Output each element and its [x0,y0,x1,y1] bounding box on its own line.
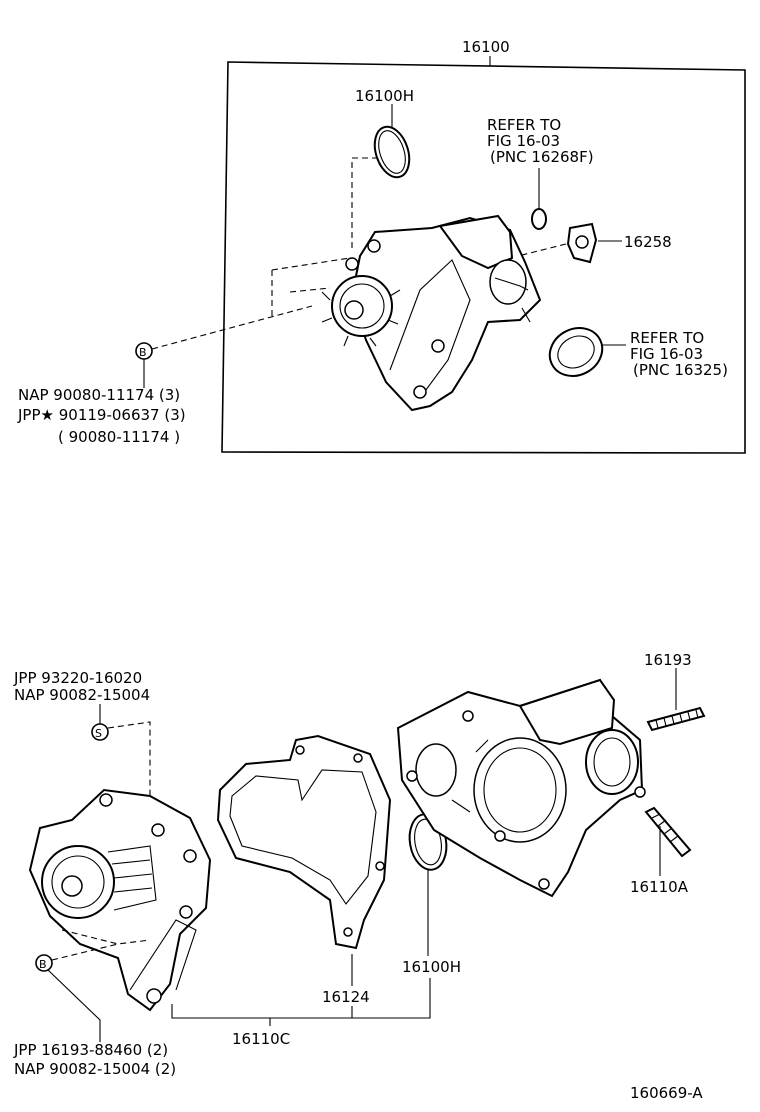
bolt-b-top-alt: ( 90080-11174 ) [58,428,180,446]
label-16100[interactable]: 16100 [462,38,510,56]
oil-seal-inner [557,335,595,369]
gasket-16124-inner [229,769,377,905]
small-oring-refer1 [531,208,547,230]
s-marker [91,723,109,741]
bolt-b-bot-jpp: JPP 16193-88460 (2) [13,1041,168,1059]
gasket-16124-hole-2 [353,753,363,763]
water-pump-bottom [28,788,212,1012]
assembly-box [221,61,746,454]
stud-s-jpp: JPP 93220-16020 [13,669,142,687]
refer2-line2: FIG 16-03 [630,345,703,363]
label-16100H-bottom[interactable]: 16100H [402,958,461,976]
refer1-line1: REFER TO [487,116,561,134]
bolt-b-top-jpp: JPP★ 90119-06637 (3) [17,406,186,424]
label-16110C[interactable]: 16110C [232,1030,290,1048]
refer2-line3: (PNC 16325) [633,361,728,379]
refer1-line2: FIG 16-03 [487,132,560,150]
gasket-16258-hole [575,235,589,249]
dash-b-bottom [51,943,119,961]
water-pump-housing [396,678,646,898]
bolt-b-bot-nap: NAP 90082-15004 (2) [14,1060,176,1078]
dash-bolts-top [271,257,351,318]
oring-top [373,125,411,179]
b-marker-bottom-letter: B [39,958,47,971]
water-pump-top [321,214,542,412]
label-16258[interactable]: 16258 [624,233,672,251]
label-16110A[interactable]: 16110A [630,878,689,896]
gasket-16124-hole-1 [295,745,305,755]
b-marker-top-letter: B [139,346,147,359]
stud-16110A [644,806,692,858]
bracket-16110C [171,978,431,1019]
dash-oring-top [351,157,378,248]
dash-b-top [151,305,313,350]
figure-id: 160669-A [630,1084,703,1102]
gasket-16124-hole-4 [343,927,353,937]
dash-s [107,721,151,826]
leader-b-bottom [47,969,101,1042]
b-marker-bottom [35,954,53,972]
gasket-16124 [216,734,392,950]
stud-s-nap: NAP 90082-15004 [14,686,150,704]
bolt-b-top-nap: NAP 90080-11174 (3) [18,386,180,404]
label-16100H-top[interactable]: 16100H [355,87,414,105]
label-16193[interactable]: 16193 [644,651,692,669]
oring-top-inner [378,130,406,174]
stud-16193 [646,706,706,732]
s-marker-letter: S [95,727,102,740]
oring-bottom-inner [414,818,442,866]
gasket-16124-hole-3 [375,861,385,871]
label-16124[interactable]: 16124 [322,988,370,1006]
refer2-line1: REFER TO [630,329,704,347]
refer1-line3: (PNC 16268F) [490,148,594,166]
oil-seal [548,327,604,377]
